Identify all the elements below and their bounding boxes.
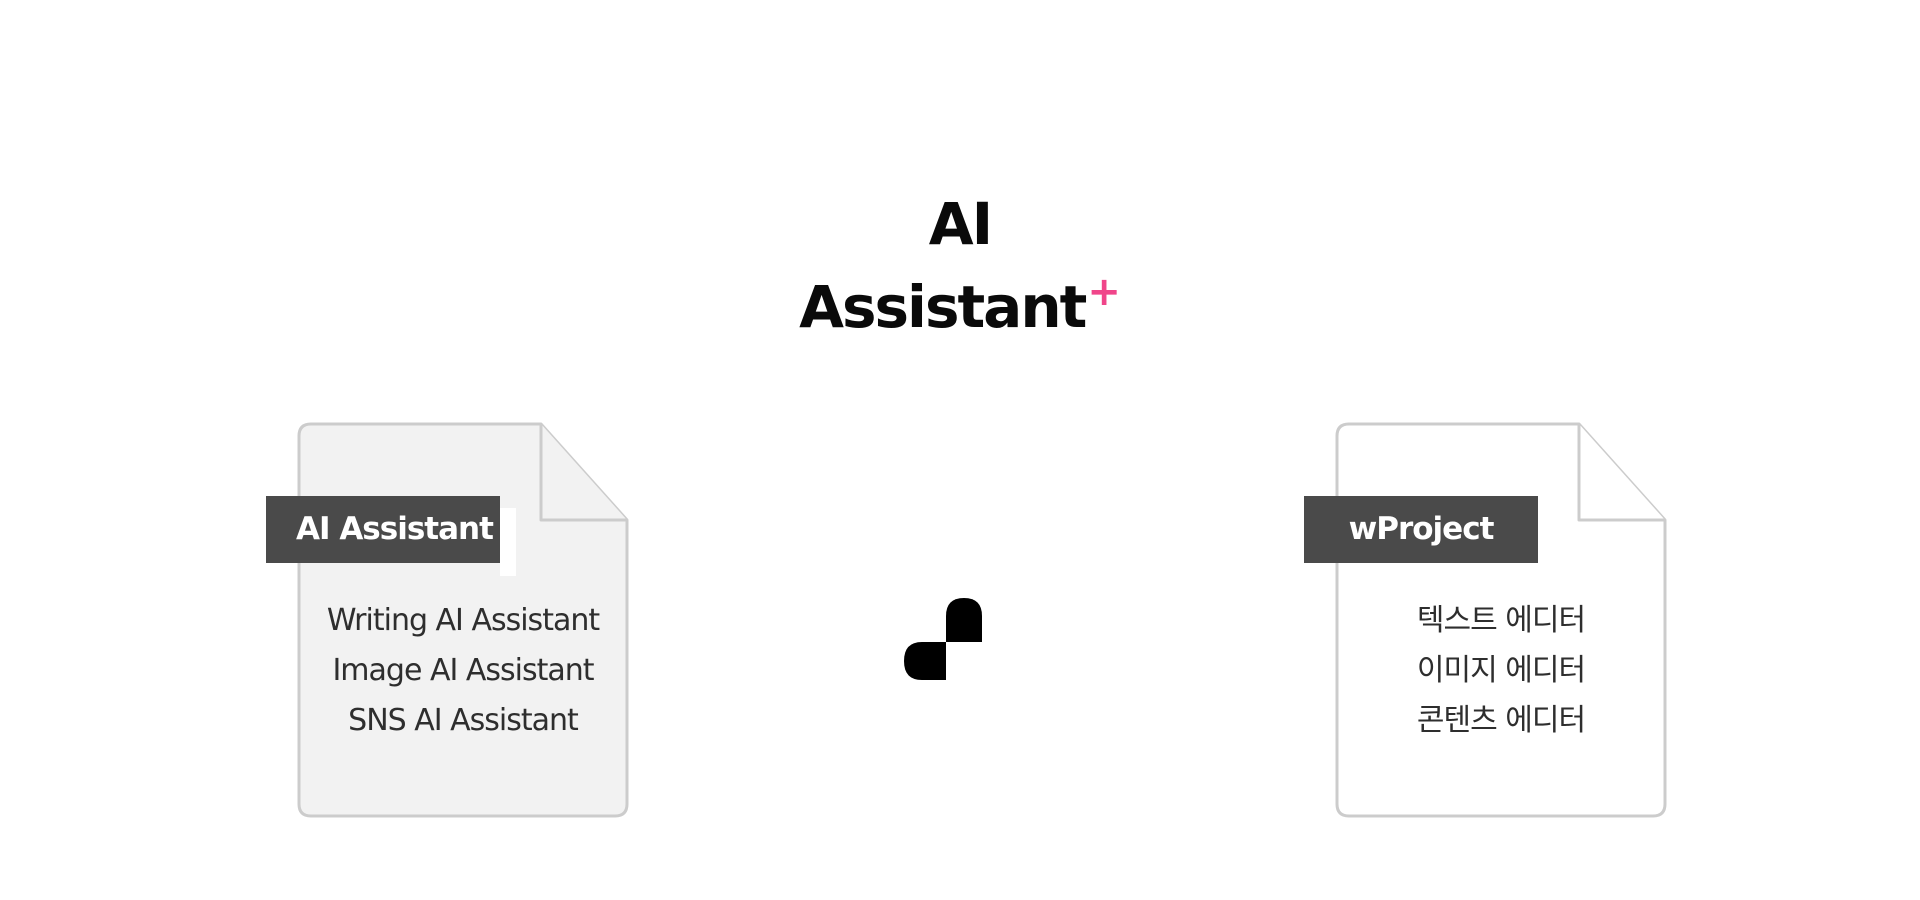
ai-assistant-list: Writing AI Assistant Image AI Assistant … — [297, 596, 629, 746]
list-item: 텍스트 에디터 — [1416, 603, 1586, 638]
list-item: 콘텐츠 에디터 — [1416, 703, 1586, 738]
tag-ai-assistant: AI Assistant — [266, 496, 500, 563]
title-line-2: Assistant+ — [760, 258, 1160, 341]
diagram-title: AI Assistant+ — [760, 190, 1160, 341]
wproject-list: 텍스트 에디터 이미지 에디터 콘텐츠 에디터 — [1335, 596, 1667, 746]
list-item: Image AI Assistant — [332, 653, 594, 688]
list-item: Writing AI Assistant — [326, 603, 600, 638]
title-line-1: AI — [928, 190, 993, 258]
tag-wproject: wProject — [1304, 496, 1538, 563]
plus-mark: + — [1087, 269, 1121, 315]
title-line-2-text: Assistant — [799, 273, 1087, 341]
list-item: 이미지 에디터 — [1416, 653, 1586, 688]
tag-left-shadow — [500, 508, 516, 576]
list-item: SNS AI Assistant — [348, 703, 579, 738]
logo-mark-icon — [904, 598, 982, 680]
